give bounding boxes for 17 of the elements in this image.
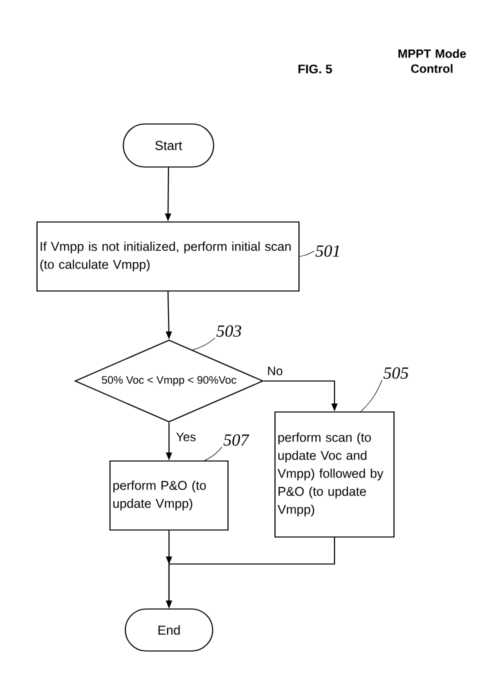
reference-numeral: 503	[216, 325, 242, 337]
title: MPPT Mode Control	[398, 49, 466, 73]
process-box: perform scan (to update Voc and Vmpp) followed by P&O (to update Vmpp)	[274, 411, 395, 538]
terminal-box: Start	[122, 123, 214, 168]
reference-numeral: 505	[384, 367, 408, 379]
reference-numeral: 501	[316, 245, 339, 257]
reference-numeral: 507	[224, 434, 250, 446]
figure-label: FIG. 5	[298, 64, 332, 74]
edge-label: No	[266, 366, 284, 376]
terminal-box: End	[124, 608, 214, 652]
edge-label: Yes	[174, 432, 198, 442]
leader-line	[299, 250, 314, 257]
leader-line	[192, 338, 216, 350]
process-box: If Vmpp is not initialized, perform initial scan (to calculate Vmpp)	[36, 221, 300, 292]
leader-line	[204, 446, 222, 461]
leader-line	[360, 380, 382, 412]
process-box: perform P&O (to update Vmpp)	[109, 460, 229, 531]
